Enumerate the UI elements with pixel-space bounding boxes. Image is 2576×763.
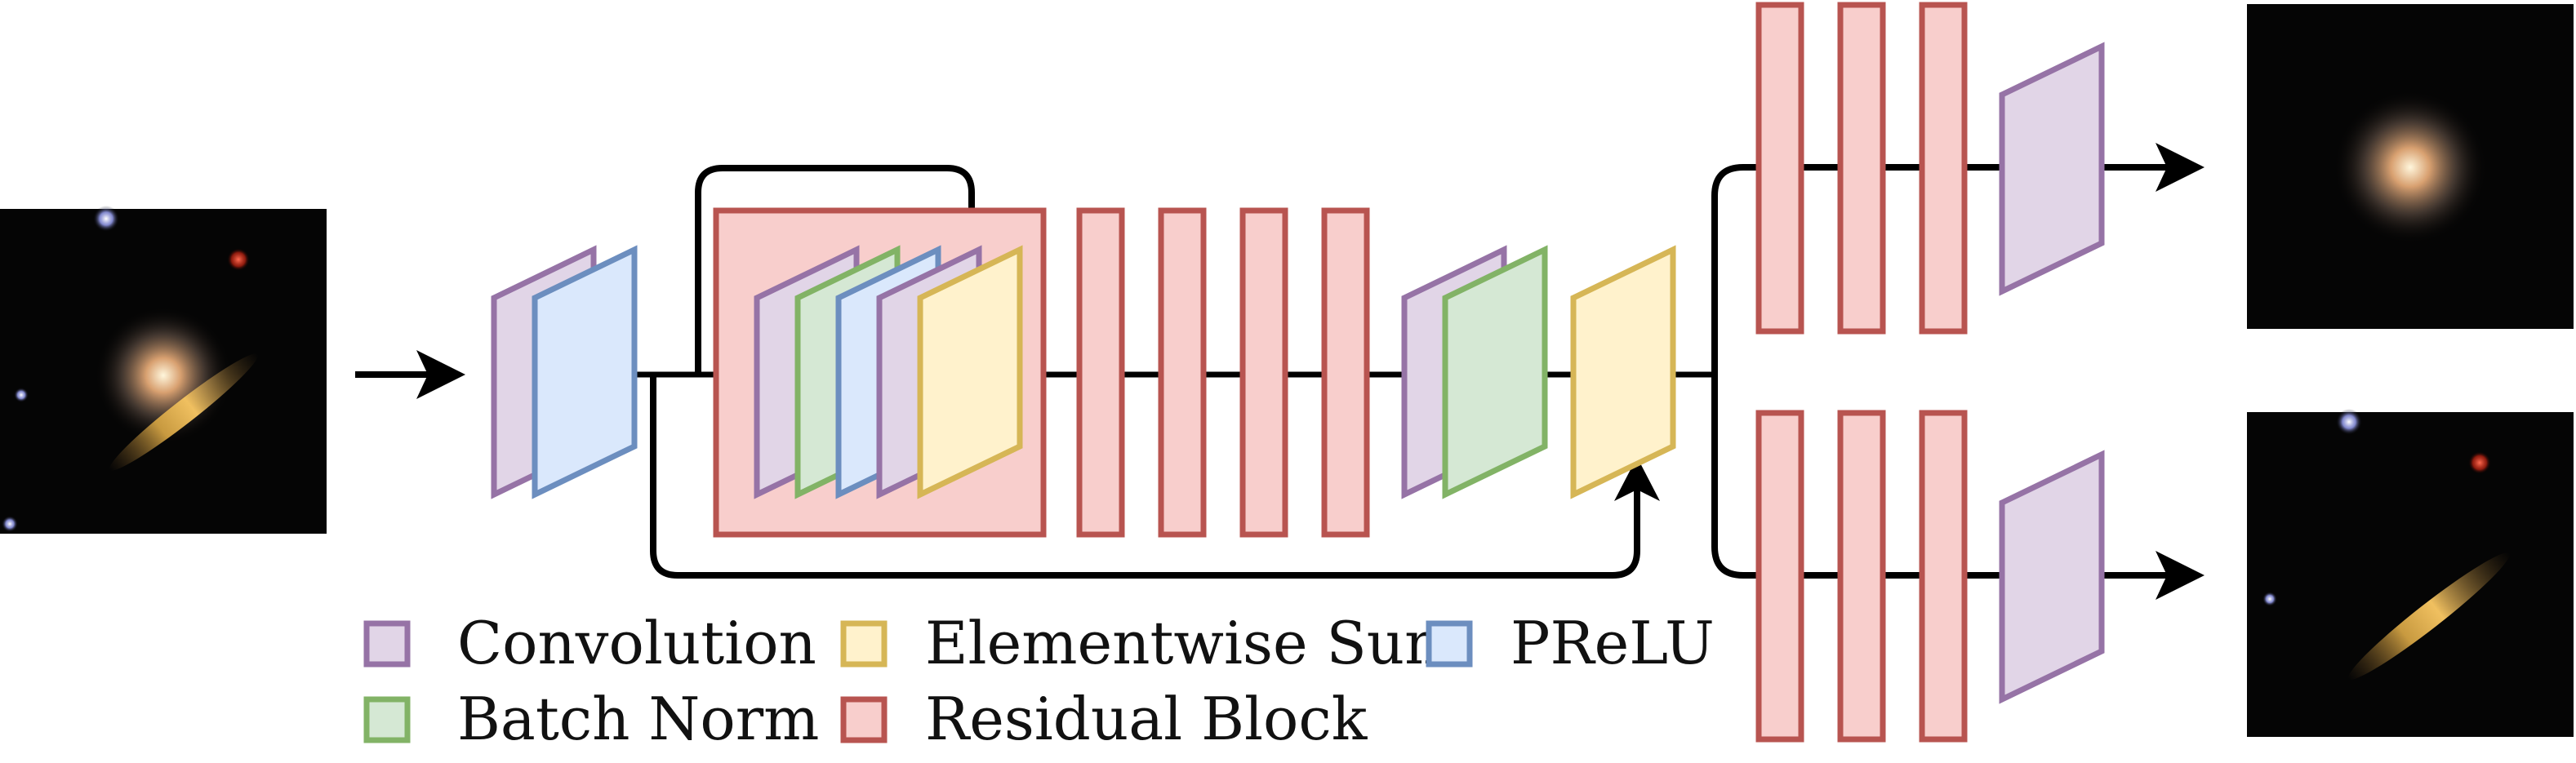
legend-swatch-residual-block [840,696,888,743]
residual-block-5 [1321,207,1370,538]
bottom-residual-block-1 [1755,410,1804,743]
legend-swatch-batch-norm [363,696,411,743]
long-skip-connection [650,375,1640,579]
expanded-residual-block [713,207,1047,538]
residual-block-stack [1076,207,1370,538]
legend-swatch-elementwise-sum [840,620,888,668]
legend-label-elementwise-sum: Elementwise Sum [925,609,1460,677]
bottom-output-arrowhead [2156,551,2205,600]
legend-swatch-convolution [363,620,411,668]
initial-conv-prelu-group [491,245,638,499]
branch-split [1711,164,2172,579]
final-elementwise-sum [1570,245,1676,499]
residual-block-3 [1158,207,1207,538]
legend-swatch-prelu [1426,620,1473,668]
top-residual-block-1 [1755,2,1804,335]
post-residual-conv-bn-group [1401,245,1548,499]
legend-label-residual-block: Residual Block [925,685,1368,753]
input-galaxy-image [0,206,327,534]
output-image-round-galaxy [2247,4,2574,329]
residual-skip-connection [695,165,975,375]
top-residual-block-2 [1837,2,1886,335]
top-output-arrowhead [2156,143,2205,192]
bottom-residual-block-3 [1919,410,1968,743]
long-skip-arrowhead [1614,457,1660,501]
legend-label-prelu: PReLU [1510,609,1715,677]
bottom-branch [1755,410,2205,743]
post-batch-norm-layer [1442,245,1548,499]
top-output-convolution [1999,42,2105,296]
output-image-edge-on-galaxy [2247,409,2574,737]
legend: Convolution Elementwise Sum PReLU Batch … [363,609,1715,753]
initial-prelu-layer [532,245,638,499]
bottom-residual-block-2 [1837,410,1886,743]
top-residual-block-3 [1919,2,1968,335]
input-arrow [355,350,465,399]
residual-block-2 [1076,207,1125,538]
block-elementwise-sum [917,245,1023,499]
bottom-output-convolution [1999,450,2105,704]
legend-label-convolution: Convolution [457,609,816,677]
residual-block-4 [1239,207,1288,538]
top-branch [1755,2,2205,335]
legend-label-batch-norm: Batch Norm [457,685,819,753]
